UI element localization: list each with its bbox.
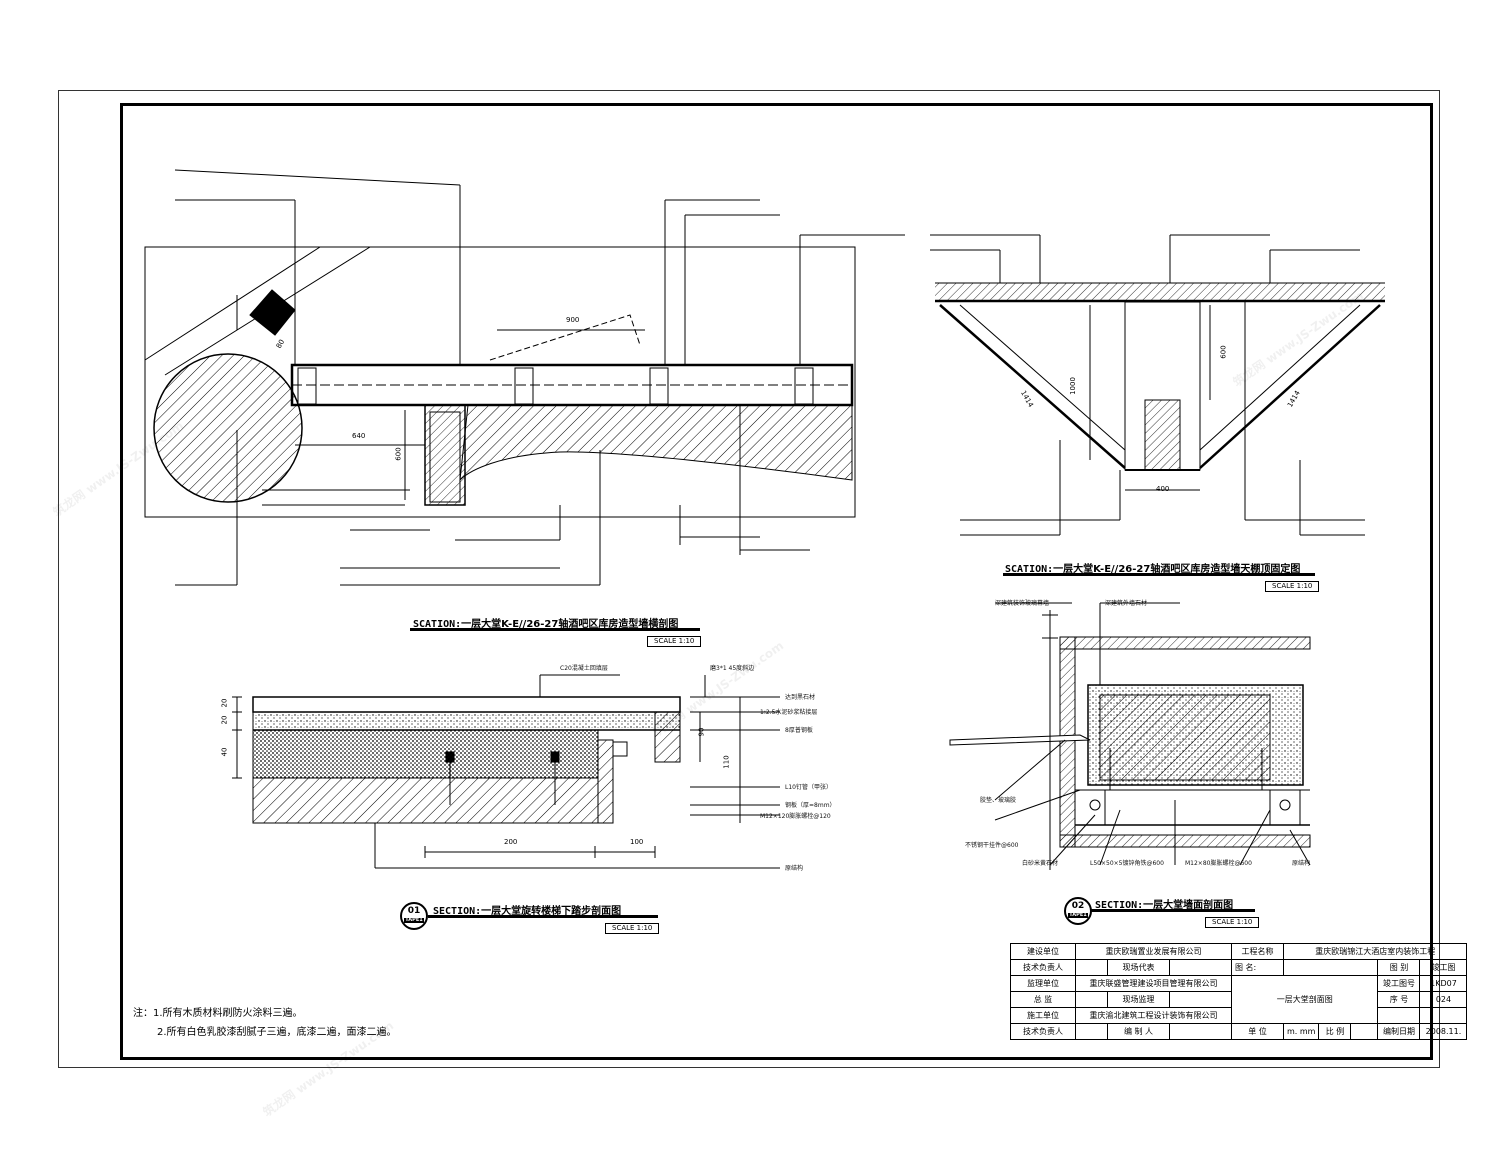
tb-site-rep (1169, 959, 1232, 976)
label-original-structure-3: 原结构 (785, 865, 804, 872)
tb-tech-lead2 (1075, 1023, 1108, 1040)
label-beige-stone: 白砂米黄石材 (1022, 860, 1059, 867)
tb-drawing-name-label: 图 名: (1231, 959, 1284, 976)
dim-400: 400 (1156, 485, 1170, 493)
tb-contractor-label: 施工单位 (1010, 1007, 1076, 1024)
tb-category: 竣工图 (1419, 959, 1468, 976)
section3-title-underline (428, 915, 658, 918)
section4-scale: SCALE 1:10 (1205, 917, 1260, 928)
tb-project-label: 工程名称 (1231, 943, 1284, 960)
tb-date: 2008.11. (1419, 1023, 1468, 1040)
tb-category-label: 图 别 (1377, 959, 1421, 976)
tb-contractor: 重庆渝北建筑工程设计装饰有限公司 (1075, 1007, 1232, 1024)
dim-1000: 1000 (1068, 377, 1077, 395)
title-block: 建设单位 重庆欧瑞置业发展有限公司 工程名称 重庆欧瑞锦江大酒店室内装饰工程 技… (1010, 943, 1468, 1040)
tb-drawing-no-label: 竣工图号 (1377, 975, 1421, 992)
tb-client-label: 建设单位 (1010, 943, 1076, 960)
tb-site-supervisor-label: 现场监理 (1107, 991, 1170, 1008)
tb-chief (1075, 991, 1108, 1008)
tb-site-rep-label: 现场代表 (1107, 959, 1170, 976)
label-exterior-stone: 深建筑外墙石材 (1105, 600, 1148, 607)
tb-project: 重庆欧瑞锦江大酒店室内装饰工程 (1282, 943, 1468, 960)
dim-100: 100 (630, 838, 644, 846)
note-1: 注：1.所有木质材料刷防火涂料三遍。 (133, 1008, 303, 1019)
tb-tech-lead-label: 技术负责人 (1010, 959, 1076, 976)
detail-wall-panel-section (949, 602, 1311, 870)
section2-title: SCATION:一层大堂K-E//26-27轴酒吧区库房造型墙天棚顶固定图 (1005, 564, 1301, 575)
section3-scale: SCALE 1:10 (605, 923, 660, 934)
section2-scale: SCALE 1:10 (1265, 581, 1320, 592)
section2-title-underline (1003, 573, 1315, 576)
dim-200: 200 (504, 838, 518, 846)
tb-site-supervisor (1169, 991, 1232, 1008)
tb-author (1169, 1023, 1232, 1040)
tb-scale (1350, 1023, 1379, 1040)
tb-seq: 024 (1419, 991, 1468, 1008)
dim-900: 900 (566, 316, 580, 324)
label-steel-plate-8: 8厚普钢板 (785, 727, 813, 734)
dim-40: 40 (220, 747, 229, 757)
section3-title: SECTION:一层大堂旋转楼梯下踏步剖面图 (433, 906, 622, 917)
tb-client: 重庆欧瑞置业发展有限公司 (1075, 943, 1232, 960)
label-steel-plate: 钢板（厚=8mm） (785, 802, 836, 809)
label-glass-curtain: 深建筑装饰玻璃幕墙 (995, 600, 1050, 607)
note-2: 2.所有白色乳胶漆刮腻子三遍，底漆二遍，面漆二遍。 (157, 1027, 397, 1038)
label-l10-pipe: L10钉管（甲张） (785, 784, 832, 791)
detail-step-section (232, 674, 780, 869)
dim-640: 640 (352, 432, 366, 440)
tb-date-label: 编制日期 (1377, 1023, 1421, 1040)
general-notes: 注：1.所有木质材料刷防火涂料三遍。 2.所有白色乳胶漆刮腻子三遍，底漆二遍，面… (133, 1004, 397, 1042)
section4-title: SECTION:一层大堂墙面剖面图 (1095, 900, 1234, 911)
label-bevel: 磨3*1 45度斜边 (710, 665, 755, 672)
tb-unit: m. mm (1282, 1023, 1320, 1040)
detail-wall-section (144, 169, 905, 586)
label-m12x80-bolt: M12×80膨胀螺栓@600 (1185, 860, 1252, 867)
label-stone: 达到黑石材 (785, 694, 816, 701)
label-angle-steel: L50×50×5镀锌角铁@600 (1090, 860, 1164, 867)
label-mortar: 1:2.5水泥砂浆粘接层 (760, 709, 818, 716)
label-original-structure-4: 原结构 (1292, 860, 1311, 867)
tb-blank (1282, 959, 1379, 976)
drawing-sheet-border (58, 90, 1440, 1068)
tb-tech-lead (1075, 959, 1108, 976)
tb-unit-label: 单 位 (1231, 1023, 1284, 1040)
label-m12-bolt: M12×120膨胀螺栓@120 (760, 813, 831, 820)
label-ss-hanger: 不锈钢干挂件@600 (965, 842, 1019, 849)
tb-tech-lead2-label: 技术负责人 (1010, 1023, 1076, 1040)
tb-scale-label: 比 例 (1318, 1023, 1352, 1040)
tb-author-label: 编 制 人 (1107, 1023, 1170, 1040)
label-c20-fill: C20混凝土回填层 (560, 665, 608, 672)
tb-chief-label: 总 监 (1010, 991, 1076, 1008)
section4-title-underline (1090, 909, 1255, 912)
dim-600-a: 600 (394, 447, 403, 461)
label-gasket: 胶垫、玻璃胶 (980, 797, 1017, 804)
dim-110: 110 (722, 755, 731, 769)
drawing-frame (120, 103, 1433, 1060)
dim-600-b: 600 (1219, 345, 1228, 359)
tb-supervisor-unit: 重庆联盛管理建设项目管理有限公司 (1075, 975, 1232, 992)
tb-drawing-no: 1KD07 (1419, 975, 1468, 992)
detail-ceiling-fixing (930, 234, 1385, 536)
dim-20-a: 20 (220, 698, 229, 708)
section1-title-underline (410, 628, 700, 631)
tb-drawing-name: 一层大堂剖面图 (1230, 975, 1379, 1024)
section1-scale: SCALE 1:10 (647, 636, 702, 647)
tb-supervisor-unit-label: 监理单位 (1010, 975, 1076, 992)
dim-90: 90 (697, 727, 706, 737)
tb-seq-label: 序 号 (1377, 991, 1421, 1008)
dim-20-b: 20 (220, 715, 229, 725)
section1-title: SCATION:一层大堂K-E//26-27轴酒吧区库房造型墙横剖图 (413, 619, 679, 630)
